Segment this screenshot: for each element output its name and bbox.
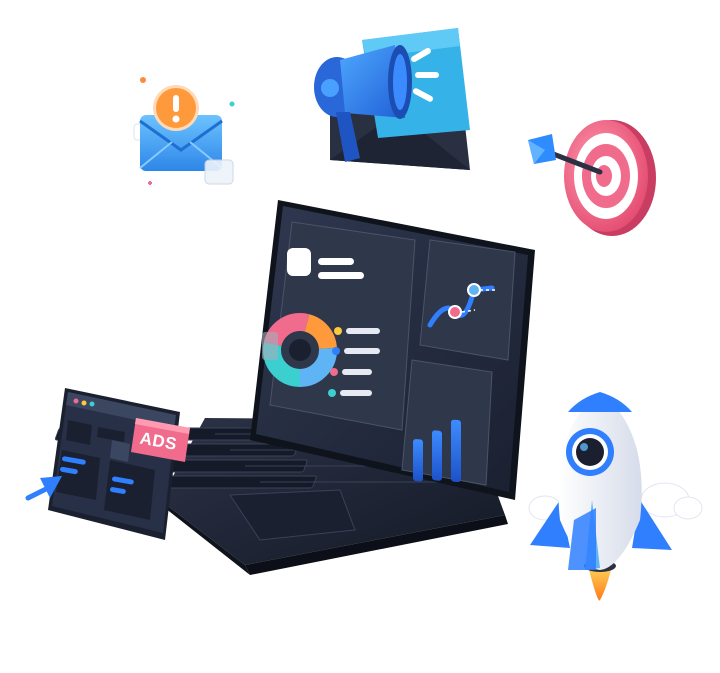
alert-envelope-icon — [133, 77, 235, 185]
line-graph — [427, 283, 498, 328]
chart-legend — [328, 327, 380, 397]
ads-browser-icon: ADS — [25, 388, 190, 540]
bar-chart — [413, 419, 461, 483]
laptop-dashboard-icon — [54, 200, 535, 575]
cursor-arrow-icon — [25, 476, 62, 501]
rocket-icon — [528, 392, 703, 601]
ads-badge: ADS — [131, 418, 190, 462]
target-icon — [528, 120, 656, 236]
megaphone-envelope-icon — [314, 28, 470, 170]
donut-chart — [262, 313, 337, 387]
